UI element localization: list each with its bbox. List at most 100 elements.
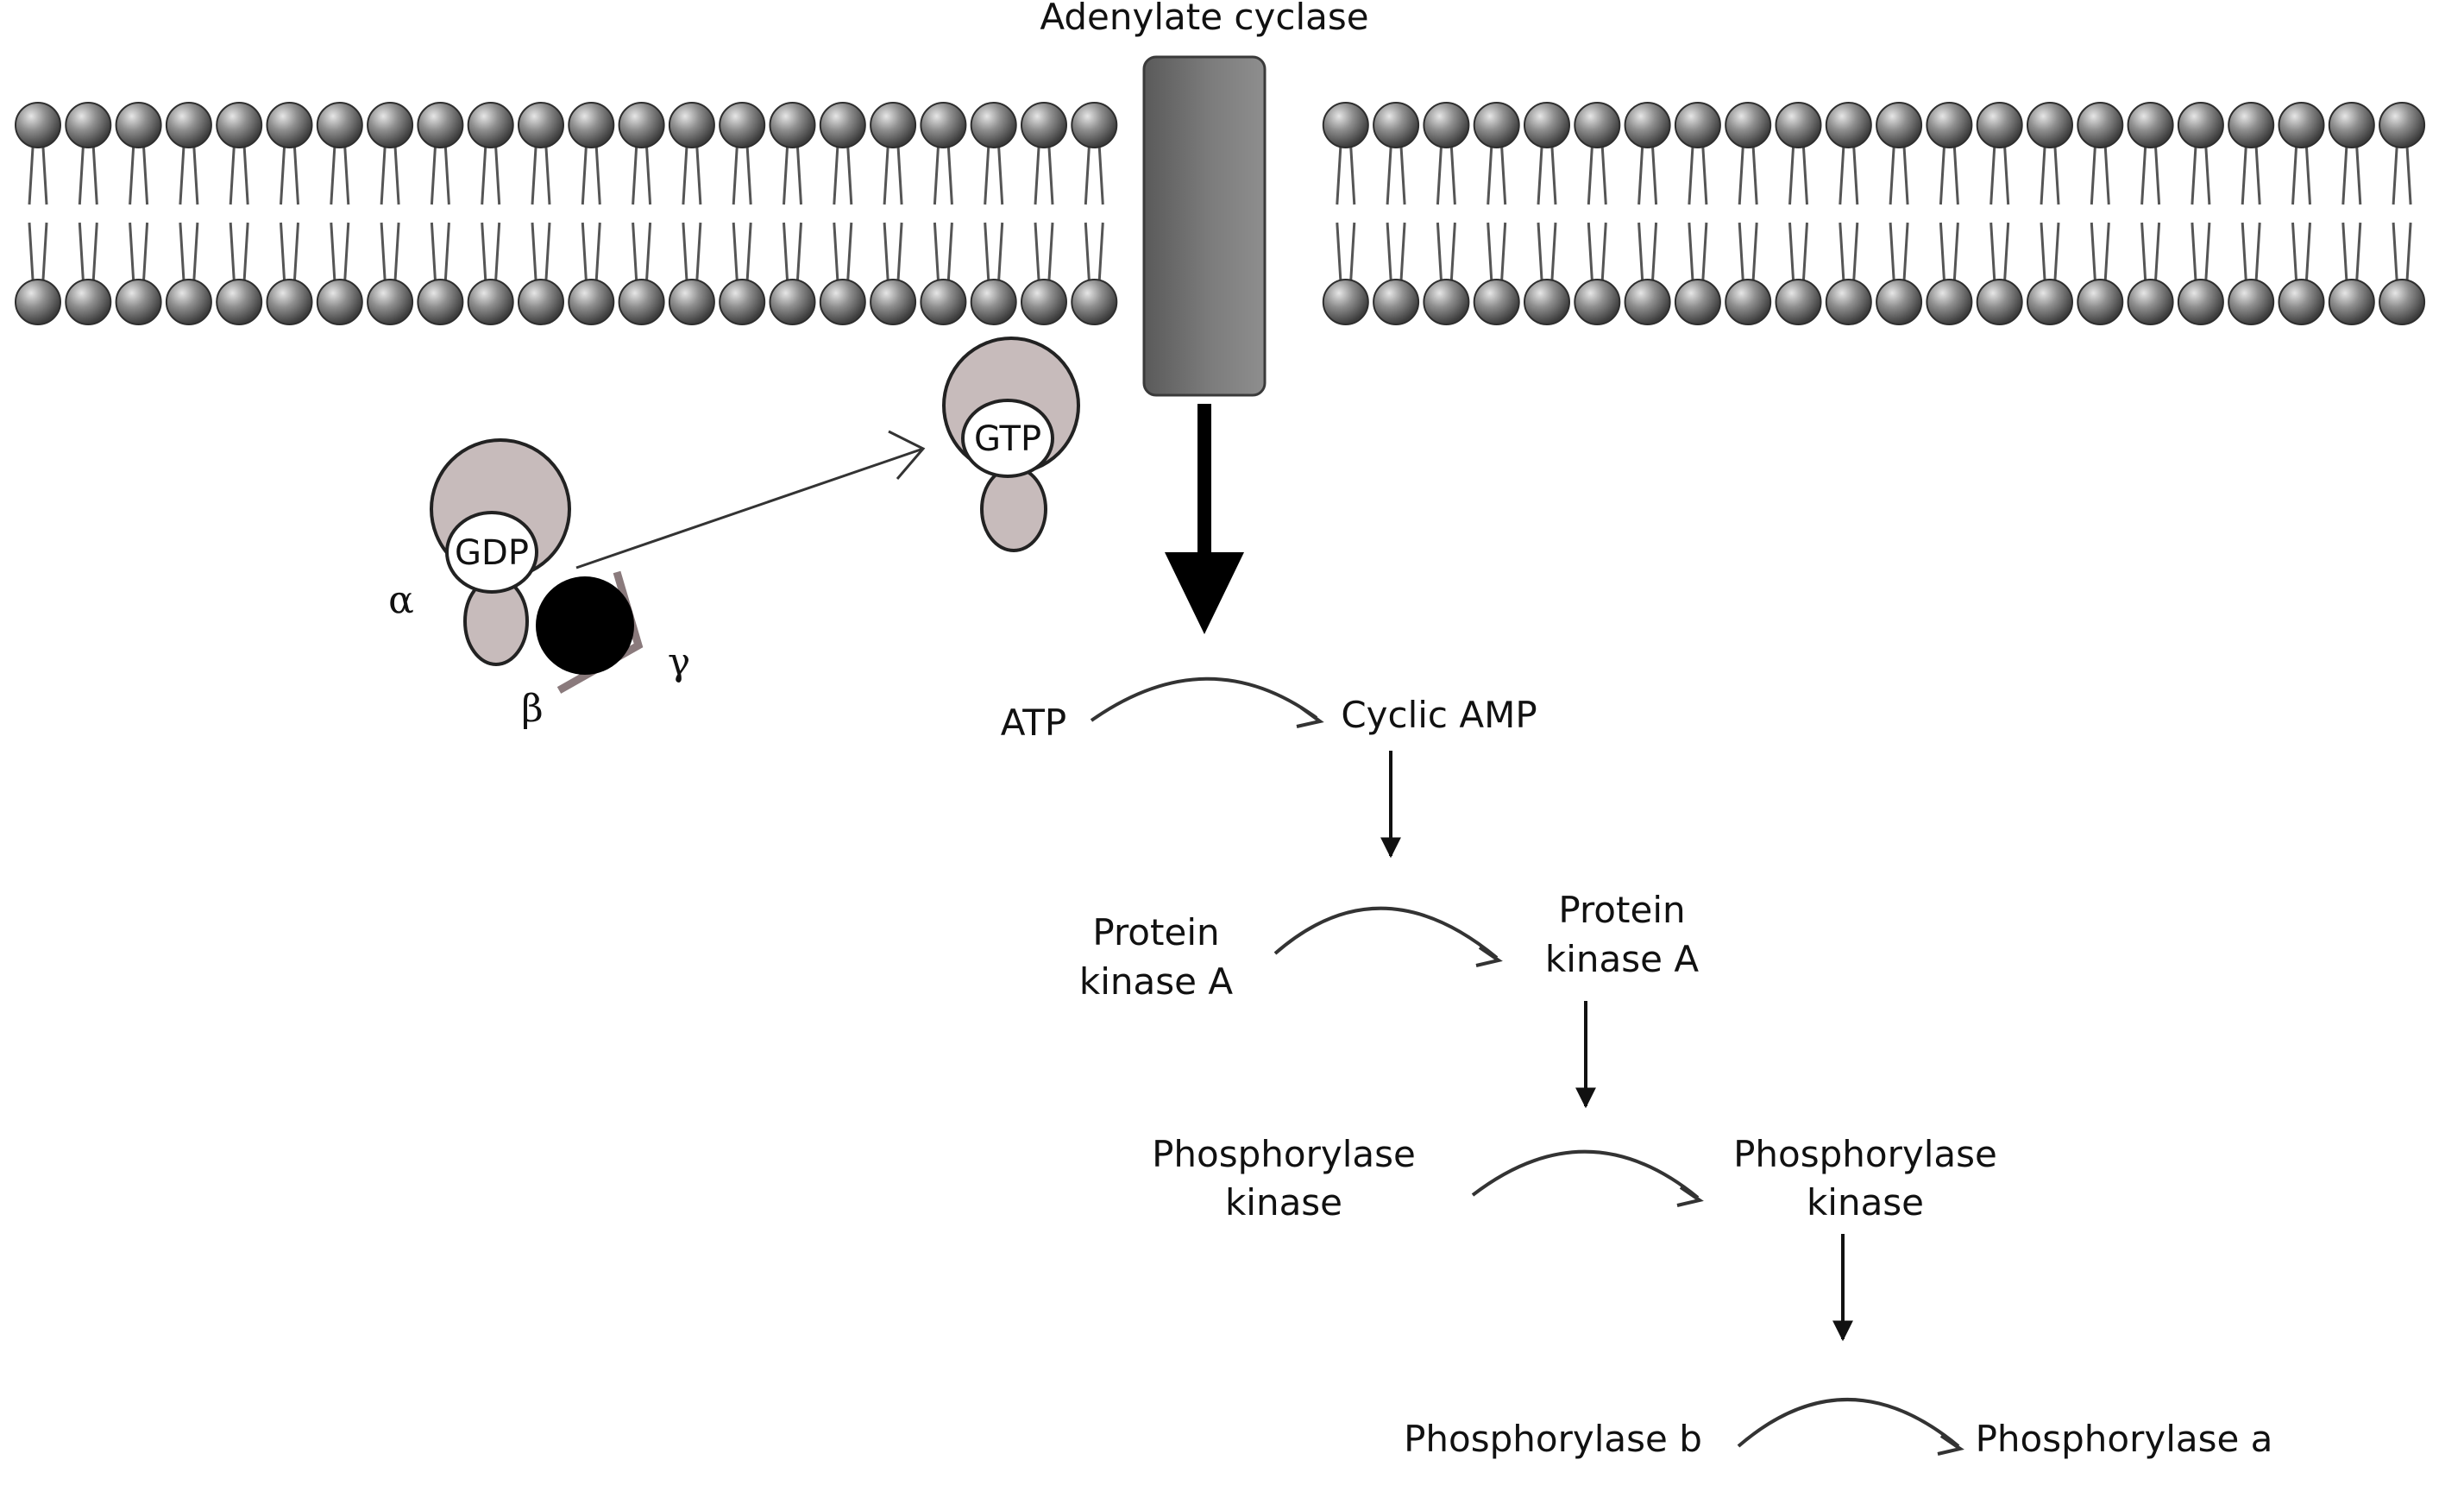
curved-arrow-phk [1471, 1149, 1700, 1199]
lipid-tail [1688, 147, 1708, 205]
lipid-tail [1889, 222, 1909, 280]
lipid-head [568, 102, 615, 148]
lipid-tail [380, 222, 400, 280]
lipid-head [920, 102, 967, 148]
lipid-head [2379, 102, 2426, 148]
lipid-head [920, 279, 967, 325]
lipid-head [870, 102, 917, 148]
pka-product-line2: kinase A [1545, 938, 1699, 980]
lipid-tail [2291, 147, 2311, 205]
lipid-tail [1738, 147, 1758, 205]
lipid-tail [330, 147, 350, 205]
lipid-head [1574, 279, 1621, 325]
lipid-head [1373, 279, 1420, 325]
lipid-head [1624, 279, 1671, 325]
lipid-head [618, 102, 665, 148]
lipid-tail [1939, 147, 1959, 205]
lipid-tail [2341, 222, 2362, 280]
lipid-tail [783, 147, 802, 205]
lipid-head [1322, 279, 1369, 325]
lipid-head [1473, 102, 1520, 148]
adenylate-cyclase [1142, 55, 1267, 397]
lipid-head [1725, 279, 1772, 325]
lipid-head [15, 279, 61, 325]
lipid-head [769, 279, 816, 325]
lipid-head [2127, 279, 2174, 325]
lipid-head [769, 102, 816, 148]
cyclic-amp-label: Cyclic AMP [1341, 694, 1537, 736]
lipid-tail [682, 147, 702, 205]
lipid-tail [330, 222, 350, 280]
lipid-head [518, 102, 564, 148]
lipid-tail [1537, 222, 1557, 280]
phosphorylase-b-label: Phosphorylase b [1404, 1418, 1702, 1460]
lipid-head [266, 102, 313, 148]
activation-arrow [575, 447, 924, 569]
lipid-head [668, 102, 715, 148]
lipid-tail [1989, 147, 2010, 205]
lipid-head [2177, 279, 2224, 325]
lipid-tail [1637, 222, 1658, 280]
lipid-tail [229, 222, 249, 280]
lipid-tail [1788, 222, 1808, 280]
lipid-tail [2392, 147, 2412, 205]
lipid-head [367, 102, 414, 148]
lipid-head [1373, 102, 1420, 148]
lipid-tail [984, 222, 1004, 280]
phk-product-line1: Phosphorylase [1733, 1133, 1997, 1175]
lipid-tail [430, 222, 450, 280]
lipid-tail [129, 147, 149, 205]
pka-product-line1: Protein [1558, 889, 1685, 931]
lipid-head [2379, 279, 2426, 325]
lipid-head [216, 279, 263, 325]
lipid-tail [1637, 147, 1658, 205]
lipid-tail [2140, 147, 2161, 205]
cyclase-output-arrow [1165, 404, 1244, 634]
lipid-tail [933, 222, 953, 280]
lipid-tail [179, 147, 199, 205]
lipid-tail [632, 147, 652, 205]
lipid-head [1926, 102, 1973, 148]
lipid-head [1322, 102, 1369, 148]
lipid-tail [2241, 222, 2261, 280]
lipid-head [1674, 102, 1721, 148]
curved-arrow-pka [1273, 906, 1499, 960]
lipid-tail [2241, 147, 2261, 205]
lipid-head [1674, 279, 1721, 325]
lipid-head [668, 279, 715, 325]
curved-arrow-phosphorylase [1737, 1398, 1960, 1448]
lipid-head [367, 279, 414, 325]
lipid-head [1876, 279, 1923, 325]
pka-substrate-line2: kinase A [1079, 960, 1233, 1003]
lipid-tail [581, 147, 601, 205]
lipid-tail [1034, 147, 1054, 205]
lipid-head [65, 279, 112, 325]
g-protein-active [942, 337, 1080, 552]
lipid-head [266, 279, 313, 325]
gtp-label: GTP [974, 419, 1041, 459]
lipid-tail [783, 222, 802, 280]
lipid-tail [1839, 147, 1859, 205]
lipid-tail [129, 222, 149, 280]
lipid-tail [1839, 222, 1859, 280]
lipid-head [1976, 102, 2023, 148]
lipid-head [417, 279, 464, 325]
curved-arrowhead-pka [1475, 946, 1503, 967]
phk-substrate-line2: kinase [1225, 1181, 1342, 1224]
lipid-head [316, 102, 363, 148]
lipid-tail [1084, 147, 1104, 205]
lipid-tail [78, 222, 98, 280]
beta-subunit [536, 576, 634, 675]
lipid-head [2027, 102, 2073, 148]
lipid-head [417, 102, 464, 148]
lipid-head [115, 279, 162, 325]
lipid-tail [1084, 222, 1104, 280]
lipid-tail [1989, 222, 2010, 280]
phk-product-line2: kinase [1807, 1181, 1924, 1224]
lipid-head [115, 102, 162, 148]
lipid-head [316, 279, 363, 325]
alpha-label: α [388, 578, 414, 622]
lipid-head [1624, 102, 1671, 148]
lipid-tail [883, 222, 903, 280]
lipid-tail [1487, 147, 1507, 205]
